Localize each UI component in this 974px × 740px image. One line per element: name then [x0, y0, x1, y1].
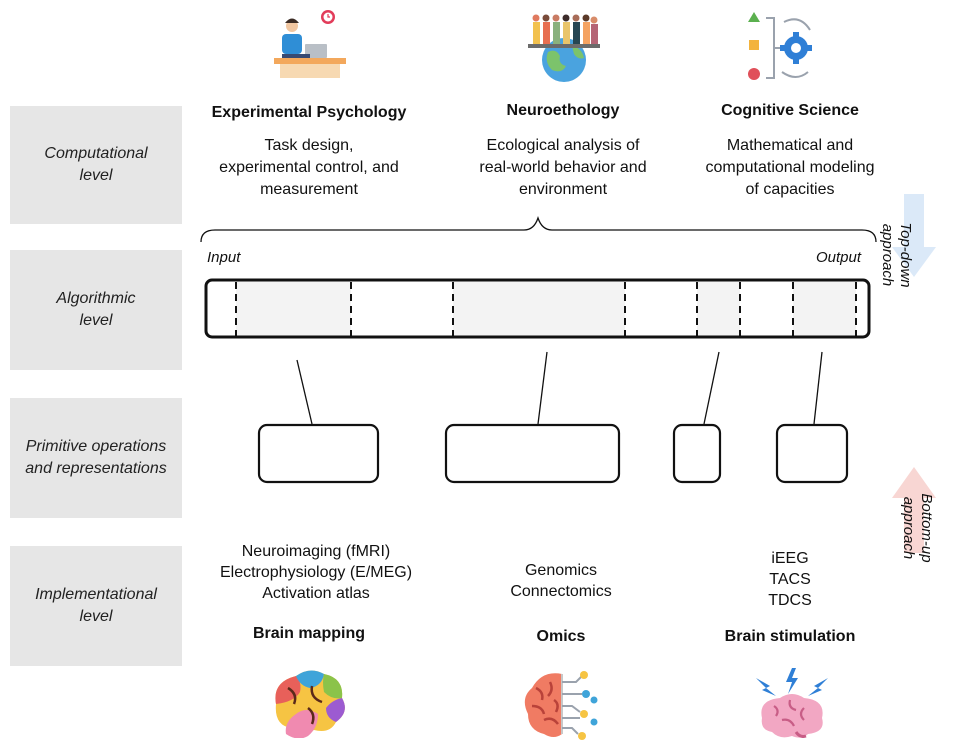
- output-label: Output: [816, 249, 862, 266]
- experimental-psychology-desc: Task design, experimental control, and m…: [219, 137, 399, 198]
- shapes-gear-icon: [748, 12, 812, 80]
- brain-mapping-title: Brain mapping: [252, 625, 365, 642]
- brain-stimulation-title: Brain stimulation: [724, 628, 856, 645]
- experimental-psychology-title: Experimental Psychology: [211, 104, 407, 121]
- bottom-up-arrow: [892, 467, 936, 553]
- algorithmic-level-label: Algorithmic level: [56, 290, 136, 329]
- implementational-level-box: Implementational level: [10, 546, 182, 666]
- cognitive-science-desc: Mathematical and computational modeling …: [705, 137, 875, 198]
- stimulated-brain-icon: [756, 668, 828, 738]
- omics-title: Omics: [536, 628, 586, 645]
- computational-level-box: Computational level: [10, 106, 182, 224]
- primitive-box-1: [257, 423, 380, 484]
- brain-stimulation-items: iEEG TACS TDCS: [768, 550, 812, 609]
- top-down-label: Top-down approach: [879, 222, 914, 288]
- implementational-level-label: Implementational level: [35, 586, 157, 625]
- neuroethology-title: Neuroethology: [506, 102, 620, 119]
- primitive-box-2: [444, 423, 621, 484]
- brain-mapping-items: Neuroimaging (fMRI) Electrophysiology (E…: [219, 543, 413, 602]
- pipeline-bar: [204, 278, 871, 339]
- colorful-brain-icon: [275, 670, 345, 738]
- algorithmic-level-box: Algorithmic level: [10, 250, 182, 370]
- cognitive-science-title: Cognitive Science: [721, 102, 859, 119]
- people-on-globe-icon: [528, 14, 600, 82]
- curly-brace: [200, 215, 877, 243]
- neuroethology-desc: Ecological analysis of real-world behavi…: [479, 137, 647, 198]
- input-label: Input: [207, 249, 241, 266]
- primitive-box-4: [775, 423, 849, 484]
- primitive-level-label: Primitive operations and representations: [25, 438, 167, 477]
- primitive-level-box: Primitive operations and representations: [10, 398, 182, 518]
- person-at-desk-icon: [274, 10, 346, 78]
- computational-level-label: Computational level: [44, 145, 148, 184]
- top-down-arrow: [892, 194, 936, 277]
- primitive-box-3: [672, 423, 722, 484]
- circuit-brain-icon: [524, 671, 598, 740]
- omics-items: Genomics Connectomics: [510, 562, 612, 600]
